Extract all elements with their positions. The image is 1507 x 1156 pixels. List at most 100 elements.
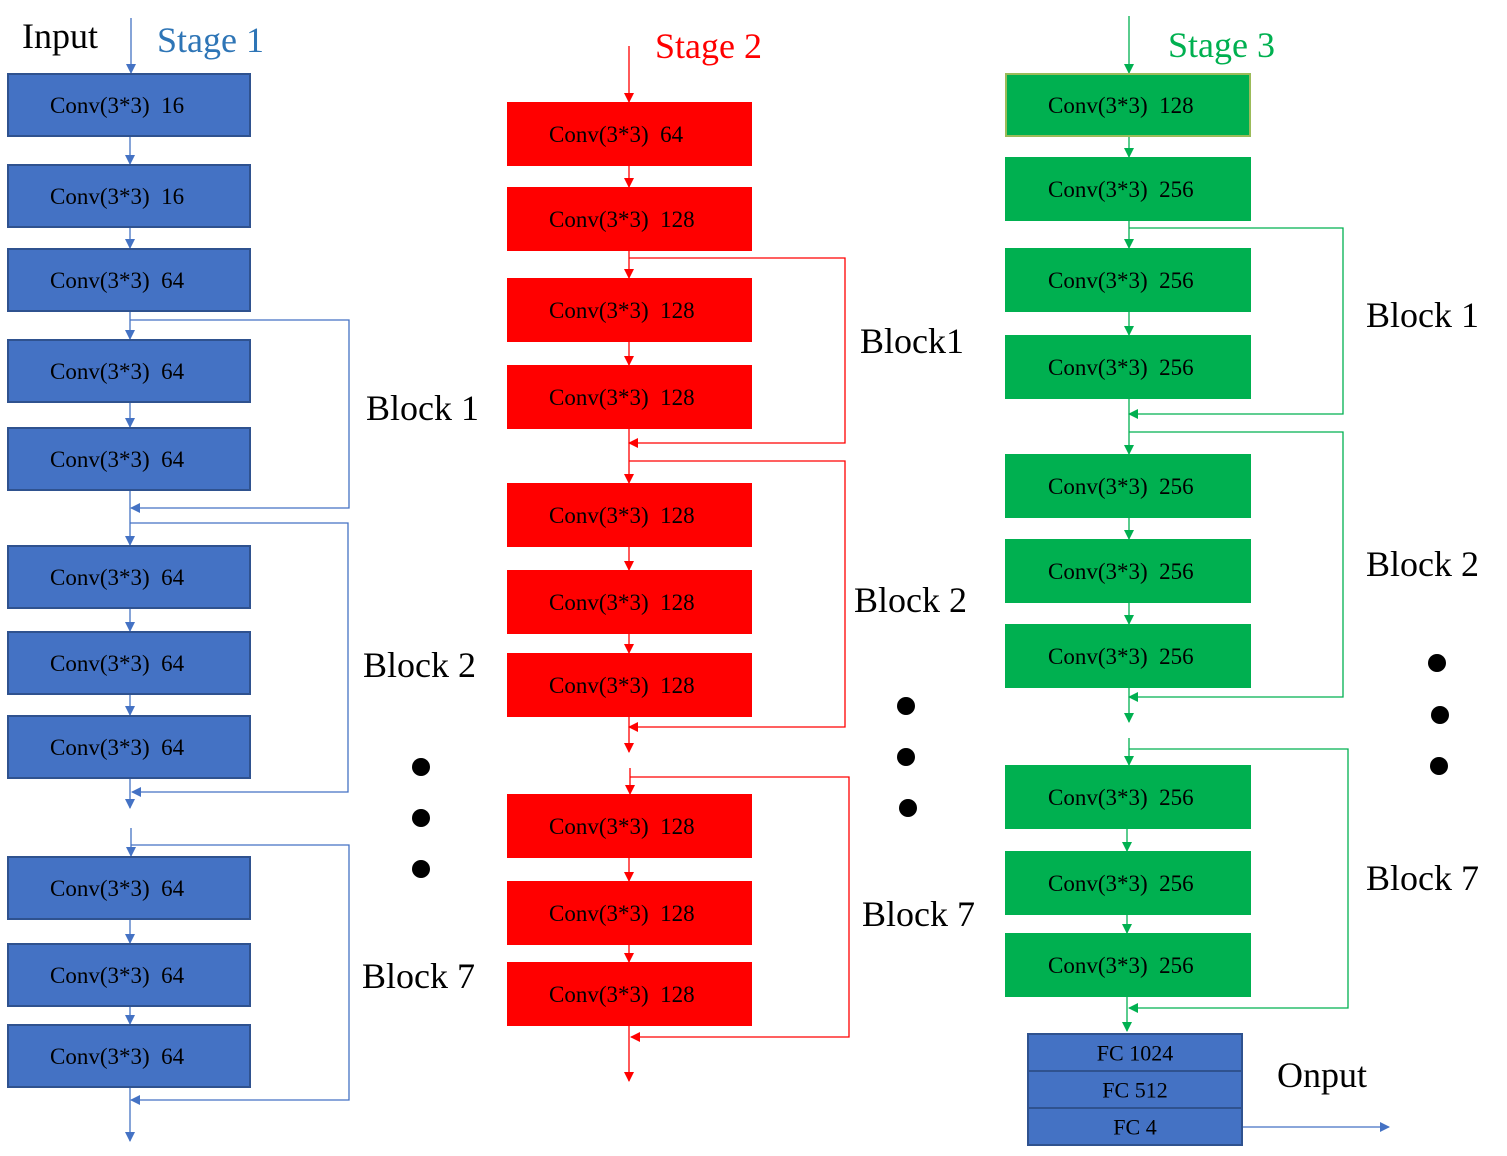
conv-box-label: Conv(3*3) 128 <box>549 503 695 528</box>
conv-box-rect <box>507 881 752 945</box>
conv-box-label: Conv(3*3) 256 <box>1048 871 1194 896</box>
stage-1-title: Stage 1 <box>157 20 264 60</box>
stage-2-block-7-label: Block 7 <box>862 894 975 934</box>
stage-2-conv-box: Conv(3*3) 128 <box>507 187 752 251</box>
fc-layer-rect <box>1027 1107 1243 1146</box>
conv-box-label: Conv(3*3) 64 <box>50 1044 185 1069</box>
conv-box-label: Conv(3*3) 128 <box>549 298 695 323</box>
stage-3-conv-box: Conv(3*3) 256 <box>1005 933 1251 997</box>
skip-connection <box>130 844 350 1105</box>
stage-3-block-1-label: Block 1 <box>1366 295 1479 335</box>
stage-2-title: Stage 2 <box>655 26 762 66</box>
conv-box-label: Conv(3*3) 128 <box>549 207 695 232</box>
conv-box-rect <box>1005 851 1251 915</box>
skip-connection <box>1128 227 1344 419</box>
stage-1-conv-box: Conv(3*3) 64 <box>7 856 251 920</box>
conv-box-label: Conv(3*3) 64 <box>50 447 185 472</box>
stage-1-conv-box: Conv(3*3) 64 <box>7 631 251 695</box>
skip-connection <box>1128 748 1349 1013</box>
input-label: Input <box>22 16 98 56</box>
stage-2-conv-box: Conv(3*3) 128 <box>507 570 752 634</box>
conv-box-label: Conv(3*3) 256 <box>1048 644 1194 669</box>
stage-3-block-2-label: Block 2 <box>1366 544 1479 584</box>
stage-3-conv-box: Conv(3*3) 256 <box>1005 765 1251 829</box>
stage-1-block-2-label: Block 2 <box>363 645 476 685</box>
stage-1-conv-box: Conv(3*3) 64 <box>7 943 251 1007</box>
stage-1-block-7-label: Block 7 <box>362 956 475 996</box>
conv-box-rect <box>1005 624 1251 688</box>
stage-2-conv-box: Conv(3*3) 128 <box>507 794 752 858</box>
stage-2-block-2-label: Block 2 <box>854 580 967 620</box>
conv-box-label: Conv(3*3) 256 <box>1048 474 1194 499</box>
conv-box-label: Conv(3*3) 256 <box>1048 268 1194 293</box>
conv-box-rect <box>507 102 752 166</box>
conv-box-rect <box>7 1024 251 1088</box>
conv-box-label: Conv(3*3) 128 <box>549 385 695 410</box>
conv-box-rect <box>507 365 752 429</box>
stage-1-conv-box: Conv(3*3) 64 <box>7 427 251 491</box>
conv-box-label: Conv(3*3) 16 <box>50 184 184 209</box>
stage-1-conv-box: Conv(3*3) 16 <box>7 164 251 228</box>
stage-3-conv-box: Conv(3*3) 256 <box>1005 157 1251 221</box>
conv-box-label: Conv(3*3) 64 <box>50 735 185 760</box>
conv-box-rect <box>1005 765 1251 829</box>
stage-3-conv-box: Conv(3*3) 256 <box>1005 335 1251 399</box>
stage-3-block-7-label: Block 7 <box>1366 858 1479 898</box>
stage-2-conv-box: Conv(3*3) 64 <box>507 102 752 166</box>
conv-box-label: Conv(3*3) 64 <box>50 963 185 988</box>
conv-box-rect <box>7 545 251 609</box>
stage-3-ellipsis-dots <box>1428 654 1449 775</box>
conv-box-rect <box>1005 933 1251 997</box>
stage-2-ellipsis-dots <box>897 697 917 817</box>
conv-box-rect <box>507 570 752 634</box>
stage-1-conv-box: Conv(3*3) 64 <box>7 545 251 609</box>
stage-2-conv-box: Conv(3*3) 128 <box>507 365 752 429</box>
conv-box-rect <box>7 164 251 228</box>
conv-box-rect <box>507 278 752 342</box>
stage-1-ellipsis-dots <box>412 758 430 878</box>
stage-3-conv-box: Conv(3*3) 128 <box>1005 73 1251 137</box>
skip-connection <box>1128 431 1344 702</box>
stage-2-conv-box: Conv(3*3) 128 <box>507 483 752 547</box>
fc-layer-label: FC 4 <box>1113 1115 1156 1140</box>
conv-box-label: Conv(3*3) 256 <box>1048 785 1194 810</box>
conv-box-rect <box>7 943 251 1007</box>
conv-box-label: Conv(3*3) 64 <box>549 122 684 147</box>
conv-box-label: Conv(3*3) 64 <box>50 359 185 384</box>
conv-box-rect <box>1005 157 1251 221</box>
conv-box-label: Conv(3*3) 128 <box>549 590 695 615</box>
stage-1-conv-box: Conv(3*3) 64 <box>7 248 251 312</box>
conv-box-label: Conv(3*3) 64 <box>50 268 185 293</box>
conv-box-rect <box>7 715 251 779</box>
conv-box-label: Conv(3*3) 64 <box>50 651 185 676</box>
conv-box-label: Conv(3*3) 16 <box>50 93 184 118</box>
conv-box-label: Conv(3*3) 64 <box>50 876 185 901</box>
conv-box-rect <box>7 73 251 137</box>
stage-1-conv-box: Conv(3*3) 16 <box>7 73 251 137</box>
stage-1-block-1-label: Block 1 <box>366 388 479 428</box>
conv-box-label: Conv(3*3) 128 <box>549 814 695 839</box>
conv-box-rect <box>1005 73 1251 137</box>
conv-box-rect <box>7 339 251 403</box>
conv-box-rect <box>1005 335 1251 399</box>
conv-box-rect <box>507 483 752 547</box>
conv-box-label: Conv(3*3) 64 <box>50 565 185 590</box>
stage-2-conv-box: Conv(3*3) 128 <box>507 653 752 717</box>
conv-box-rect <box>7 427 251 491</box>
stage-1-conv-box: Conv(3*3) 64 <box>7 715 251 779</box>
conv-box-label: Conv(3*3) 128 <box>549 982 695 1007</box>
output-label: Onput <box>1277 1055 1367 1095</box>
stage-2-conv-box: Conv(3*3) 128 <box>507 881 752 945</box>
conv-box-rect <box>1005 248 1251 312</box>
conv-box-label: Conv(3*3) 256 <box>1048 559 1194 584</box>
conv-box-label: Conv(3*3) 256 <box>1048 177 1194 202</box>
skip-connection <box>130 522 349 797</box>
conv-box-rect <box>1005 454 1251 518</box>
conv-box-label: Conv(3*3) 128 <box>549 901 695 926</box>
conv-box-label: Conv(3*3) 128 <box>1048 93 1194 118</box>
conv-box-label: Conv(3*3) 128 <box>549 673 695 698</box>
conv-box-label: Conv(3*3) 256 <box>1048 953 1194 978</box>
conv-box-rect <box>7 856 251 920</box>
conv-box-rect <box>507 653 752 717</box>
